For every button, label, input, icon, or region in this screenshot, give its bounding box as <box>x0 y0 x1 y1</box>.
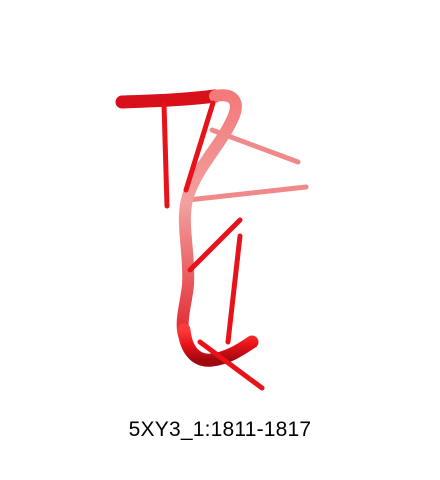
backbone-bottom <box>177 323 259 367</box>
base-sticks-near <box>161 100 265 391</box>
base-stick <box>225 233 243 345</box>
base-stick <box>197 339 265 391</box>
structure-caption: 5XY3_1:1811-1817 <box>128 418 312 441</box>
backbone-top <box>115 89 222 109</box>
base-stick <box>185 184 309 203</box>
backbone-middle <box>176 89 242 341</box>
base-stick <box>161 101 170 209</box>
base-stick <box>183 100 216 193</box>
base-stick <box>187 217 243 273</box>
rna-cartoon-render <box>115 89 309 391</box>
